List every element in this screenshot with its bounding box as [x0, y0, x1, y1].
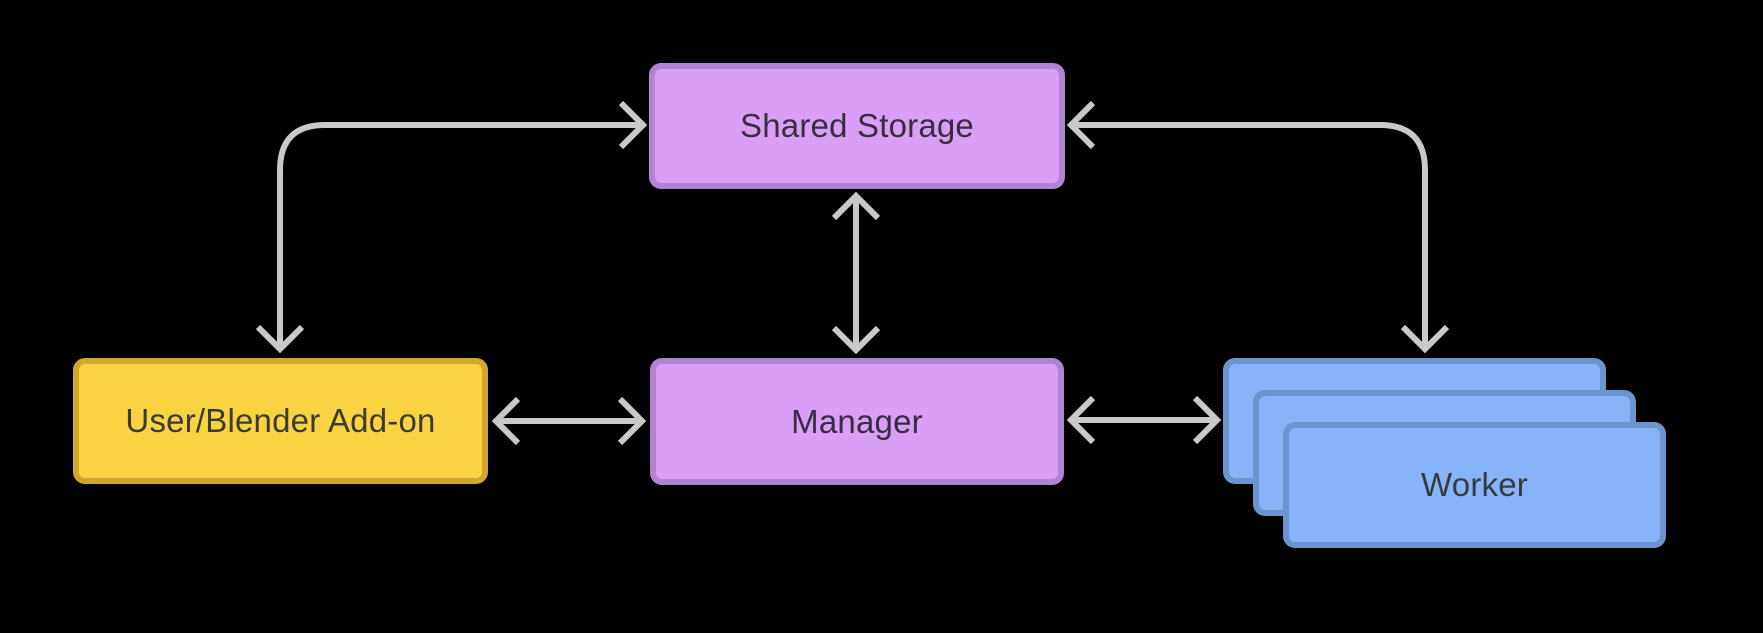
arrowhead-left-icon: [491, 396, 521, 446]
connector-manager-worker: [1066, 395, 1222, 445]
node-label: Manager: [791, 402, 923, 440]
node-shared-storage: Shared Storage: [649, 63, 1065, 189]
arrowhead-right-icon: [617, 396, 647, 446]
arrowhead-left-icon: [1066, 395, 1096, 445]
connector-shared-storage-manager: [831, 191, 881, 355]
node-label: Worker: [1421, 466, 1528, 503]
node-label: Shared Storage: [740, 107, 974, 144]
arrowhead-right-icon: [618, 100, 648, 150]
connector-shared-storage-worker: [1066, 100, 1450, 354]
arrowhead-down-icon: [831, 325, 881, 355]
arrowhead-down-icon: [255, 324, 305, 354]
connector-user-addon-shared-storage: [255, 100, 648, 354]
node-manager: Manager: [650, 358, 1064, 485]
connector-path: [1071, 122, 1428, 349]
connector-path: [277, 122, 643, 349]
node-user-blender-addon: User/Blender Add-on: [73, 358, 488, 484]
arrowhead-left-icon: [1066, 100, 1096, 150]
node-label: User/Blender Add-on: [125, 402, 436, 439]
node-worker: Worker: [1283, 422, 1666, 548]
arrowhead-up-icon: [831, 191, 881, 221]
arrowhead-right-icon: [1192, 395, 1222, 445]
arrowhead-down-icon: [1400, 324, 1450, 354]
connector-user-addon-manager: [491, 396, 647, 446]
